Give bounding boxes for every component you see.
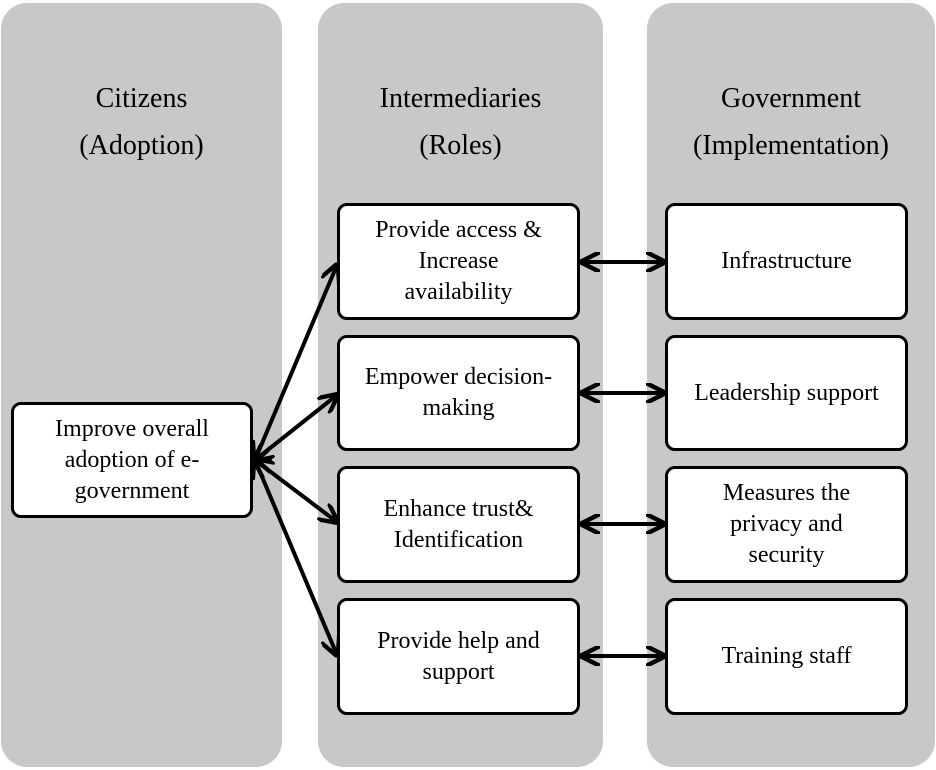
column-citizens: Citizens (Adoption) [1, 3, 282, 767]
box-line: Enhance trust& [383, 495, 534, 522]
box-line: Empower decision- [364, 364, 553, 390]
column-title-government: Government (Implementation) [647, 75, 935, 169]
role-box-help: Provide help and support [337, 598, 580, 715]
column-title: Intermediaries [379, 83, 542, 114]
impl-box-training: Training staff [665, 598, 908, 715]
box-line: Measures the [722, 480, 851, 506]
impl-box-privacy-security: Measures the privacy and security [665, 466, 908, 583]
box-line: privacy and [730, 511, 843, 537]
box-line: Leadership support [694, 379, 879, 406]
citizen-goal-box: Improve overall adoption of e- governmen… [11, 402, 253, 518]
impl-box-infrastructure: Infrastructure [665, 203, 908, 320]
box-line: Training staff [721, 643, 852, 669]
box-line: Identification [393, 526, 524, 553]
column-title-citizens: Citizens (Adoption) [1, 75, 282, 169]
column-title: Citizens [95, 83, 188, 114]
role-box-empower: Empower decision- making [337, 335, 580, 451]
box-line: support [422, 658, 495, 685]
column-subtitle: (Roles) [419, 130, 502, 161]
box-line: Increase [418, 248, 499, 274]
role-box-trust: Enhance trust& Identification [337, 466, 580, 583]
column-subtitle: (Adoption) [79, 130, 204, 161]
box-line: Improve overall [55, 415, 209, 442]
column-title-intermediaries: Intermediaries (Roles) [318, 75, 603, 169]
box-line: Infrastructure [721, 248, 852, 274]
column-title: Government [721, 83, 861, 114]
role-box-access: Provide access & Increase availability [337, 203, 580, 320]
column-subtitle: (Implementation) [693, 130, 889, 161]
box-line: security [748, 542, 825, 568]
box-line: adoption of e- [64, 446, 200, 473]
box-line: Provide access & [375, 217, 542, 243]
box-line: government [74, 477, 190, 504]
box-line: making [422, 395, 495, 421]
box-line: Provide help and [377, 627, 540, 654]
box-line: availability [404, 279, 513, 305]
impl-box-leadership: Leadership support [665, 335, 908, 451]
